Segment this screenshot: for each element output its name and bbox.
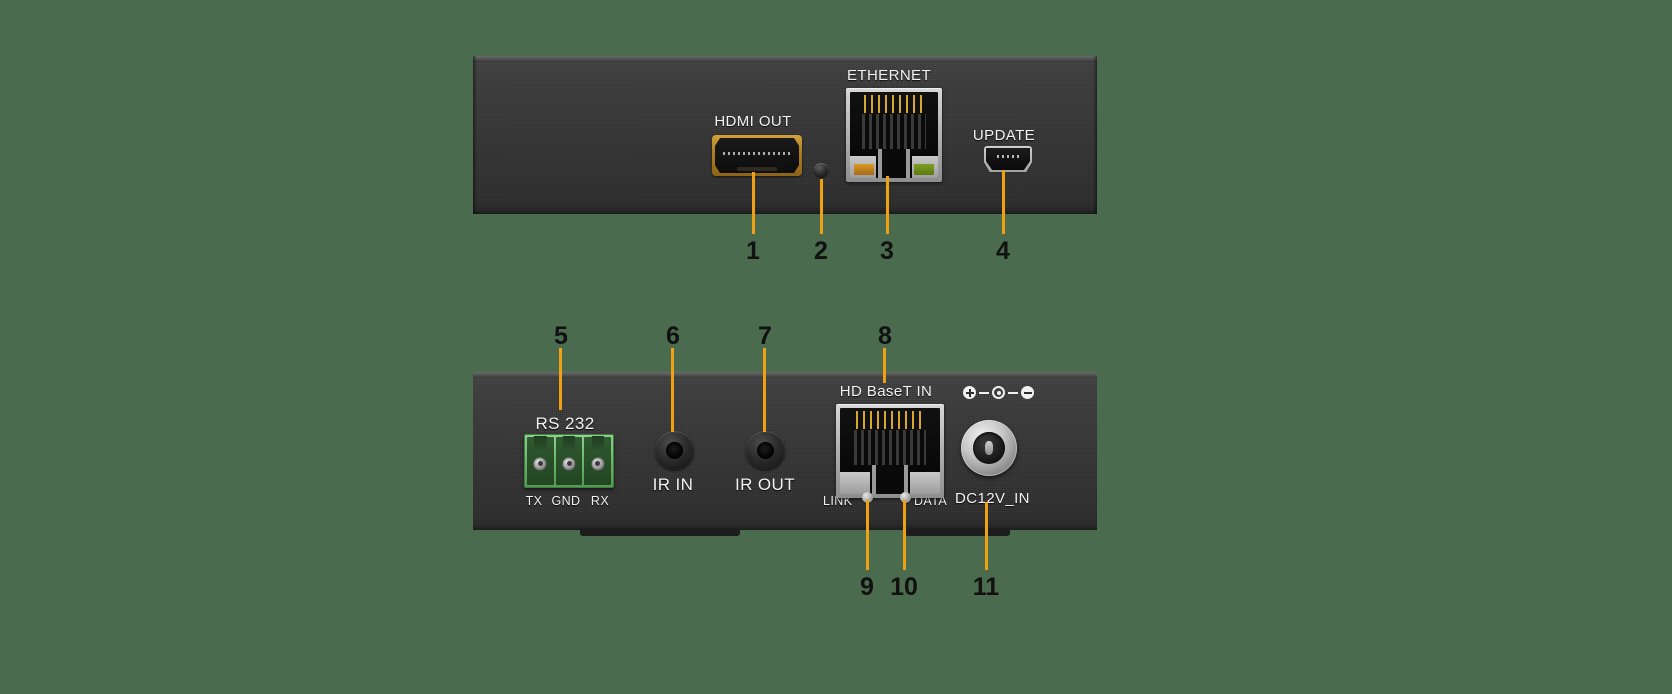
mini-usb-cavity <box>986 148 1030 170</box>
polarity-bar-left <box>979 391 989 394</box>
label-hdmi-out: HDMI OUT <box>714 113 792 130</box>
label-rx: RX <box>590 494 610 508</box>
label-tx: TX <box>525 494 543 508</box>
rj45-gold-pins <box>864 95 924 113</box>
callout-number-7: 7 <box>758 322 772 350</box>
polarity-minus-icon <box>1021 386 1034 399</box>
terminal-screw-gnd[interactable] <box>562 457 576 471</box>
label-gnd: GND <box>551 494 581 508</box>
terminal-slot-rx[interactable] <box>584 437 612 485</box>
label-rs232: RS 232 <box>535 414 595 433</box>
hdbaset-gold-pins <box>856 411 924 429</box>
callout-number-8: 8 <box>878 322 892 350</box>
rs232-terminal-block[interactable] <box>524 434 614 488</box>
leader-line-4 <box>1002 170 1005 234</box>
hdbaset-shoulder-right <box>910 471 940 494</box>
panel-bottom-edge <box>473 209 1097 214</box>
hdmi-pins <box>722 152 792 155</box>
callout-number-1: 1 <box>746 237 760 265</box>
hdbaset-contact-combs <box>854 430 926 465</box>
rj45-contact-combs <box>862 114 926 149</box>
label-ir-in: IR IN <box>652 475 694 494</box>
terminal-slot-tx[interactable] <box>527 437 554 485</box>
panel-right-shadow <box>1093 56 1097 214</box>
ethernet-rj45-jack[interactable] <box>846 88 942 182</box>
mini-usb-pins <box>996 155 1020 159</box>
leader-line-2 <box>820 179 823 234</box>
data-led <box>900 492 911 503</box>
ir-out-jack-hole <box>756 441 775 460</box>
leader-line-1 <box>752 172 755 234</box>
callout-number-3: 3 <box>880 237 894 265</box>
dc-jack-center-pin <box>984 441 994 455</box>
panel-left-shadow <box>473 56 477 214</box>
callout-number-6: 6 <box>666 322 680 350</box>
dc-jack-inner-ring <box>972 431 1006 465</box>
leader-line-5 <box>559 348 562 410</box>
ethernet-act-led-green <box>914 164 934 175</box>
front-panel-bottom-edge <box>473 525 1097 530</box>
terminal-slot-gnd[interactable] <box>555 437 583 485</box>
rj45-latch-notch <box>878 148 910 178</box>
dc-polarity-symbol <box>963 386 1034 399</box>
polarity-plus-icon <box>963 386 976 399</box>
leader-line-6 <box>671 348 674 432</box>
front-panel-top-edge <box>473 372 1097 378</box>
hdbaset-rj45-cavity <box>840 408 940 494</box>
reset-pinhole-button[interactable] <box>814 163 828 177</box>
polarity-center-pin-icon <box>992 386 1005 399</box>
hdbaset-in-rj45-jack[interactable] <box>836 404 944 498</box>
link-led <box>862 492 873 503</box>
label-update: UPDATE <box>972 127 1036 144</box>
terminal-screw-rx[interactable] <box>591 457 605 471</box>
ir-in-jack-hole <box>665 441 684 460</box>
ethernet-link-led-amber <box>854 164 874 175</box>
ir-in-jack[interactable] <box>655 431 694 470</box>
callout-number-10: 10 <box>890 573 918 601</box>
leader-line-3 <box>886 176 889 234</box>
callout-number-5: 5 <box>554 322 568 350</box>
label-dc12v-in: DC12V_IN <box>955 490 1030 507</box>
polarity-bar-right <box>1008 391 1018 394</box>
hdmi-out-port[interactable] <box>712 135 802 176</box>
hdbaset-latch-notch <box>872 464 908 494</box>
hdmi-cavity <box>715 138 799 173</box>
update-mini-usb-port[interactable] <box>984 146 1032 172</box>
label-hdbaset-in: HD BaseT IN <box>839 383 933 400</box>
label-ethernet: ETHERNET <box>846 67 932 84</box>
hdmi-tongue <box>736 166 778 171</box>
terminal-screw-tx[interactable] <box>533 457 547 471</box>
dc12v-in-jack[interactable] <box>961 420 1017 476</box>
hdbaset-shoulder-left <box>840 471 870 494</box>
leader-line-7 <box>763 348 766 432</box>
callout-number-11: 11 <box>972 573 1000 601</box>
panel-foot-left <box>580 529 740 536</box>
panel-top-edge <box>473 56 1097 62</box>
panel-foot-right <box>905 529 1010 536</box>
callout-number-2: 2 <box>814 237 828 265</box>
leader-line-8 <box>883 348 886 383</box>
callout-number-9: 9 <box>860 573 874 601</box>
callout-number-4: 4 <box>996 237 1010 265</box>
label-ir-out: IR OUT <box>734 475 796 494</box>
ir-out-jack[interactable] <box>746 431 785 470</box>
leader-line-9 <box>866 500 869 570</box>
leader-line-11 <box>985 502 988 570</box>
leader-line-10 <box>903 500 906 570</box>
